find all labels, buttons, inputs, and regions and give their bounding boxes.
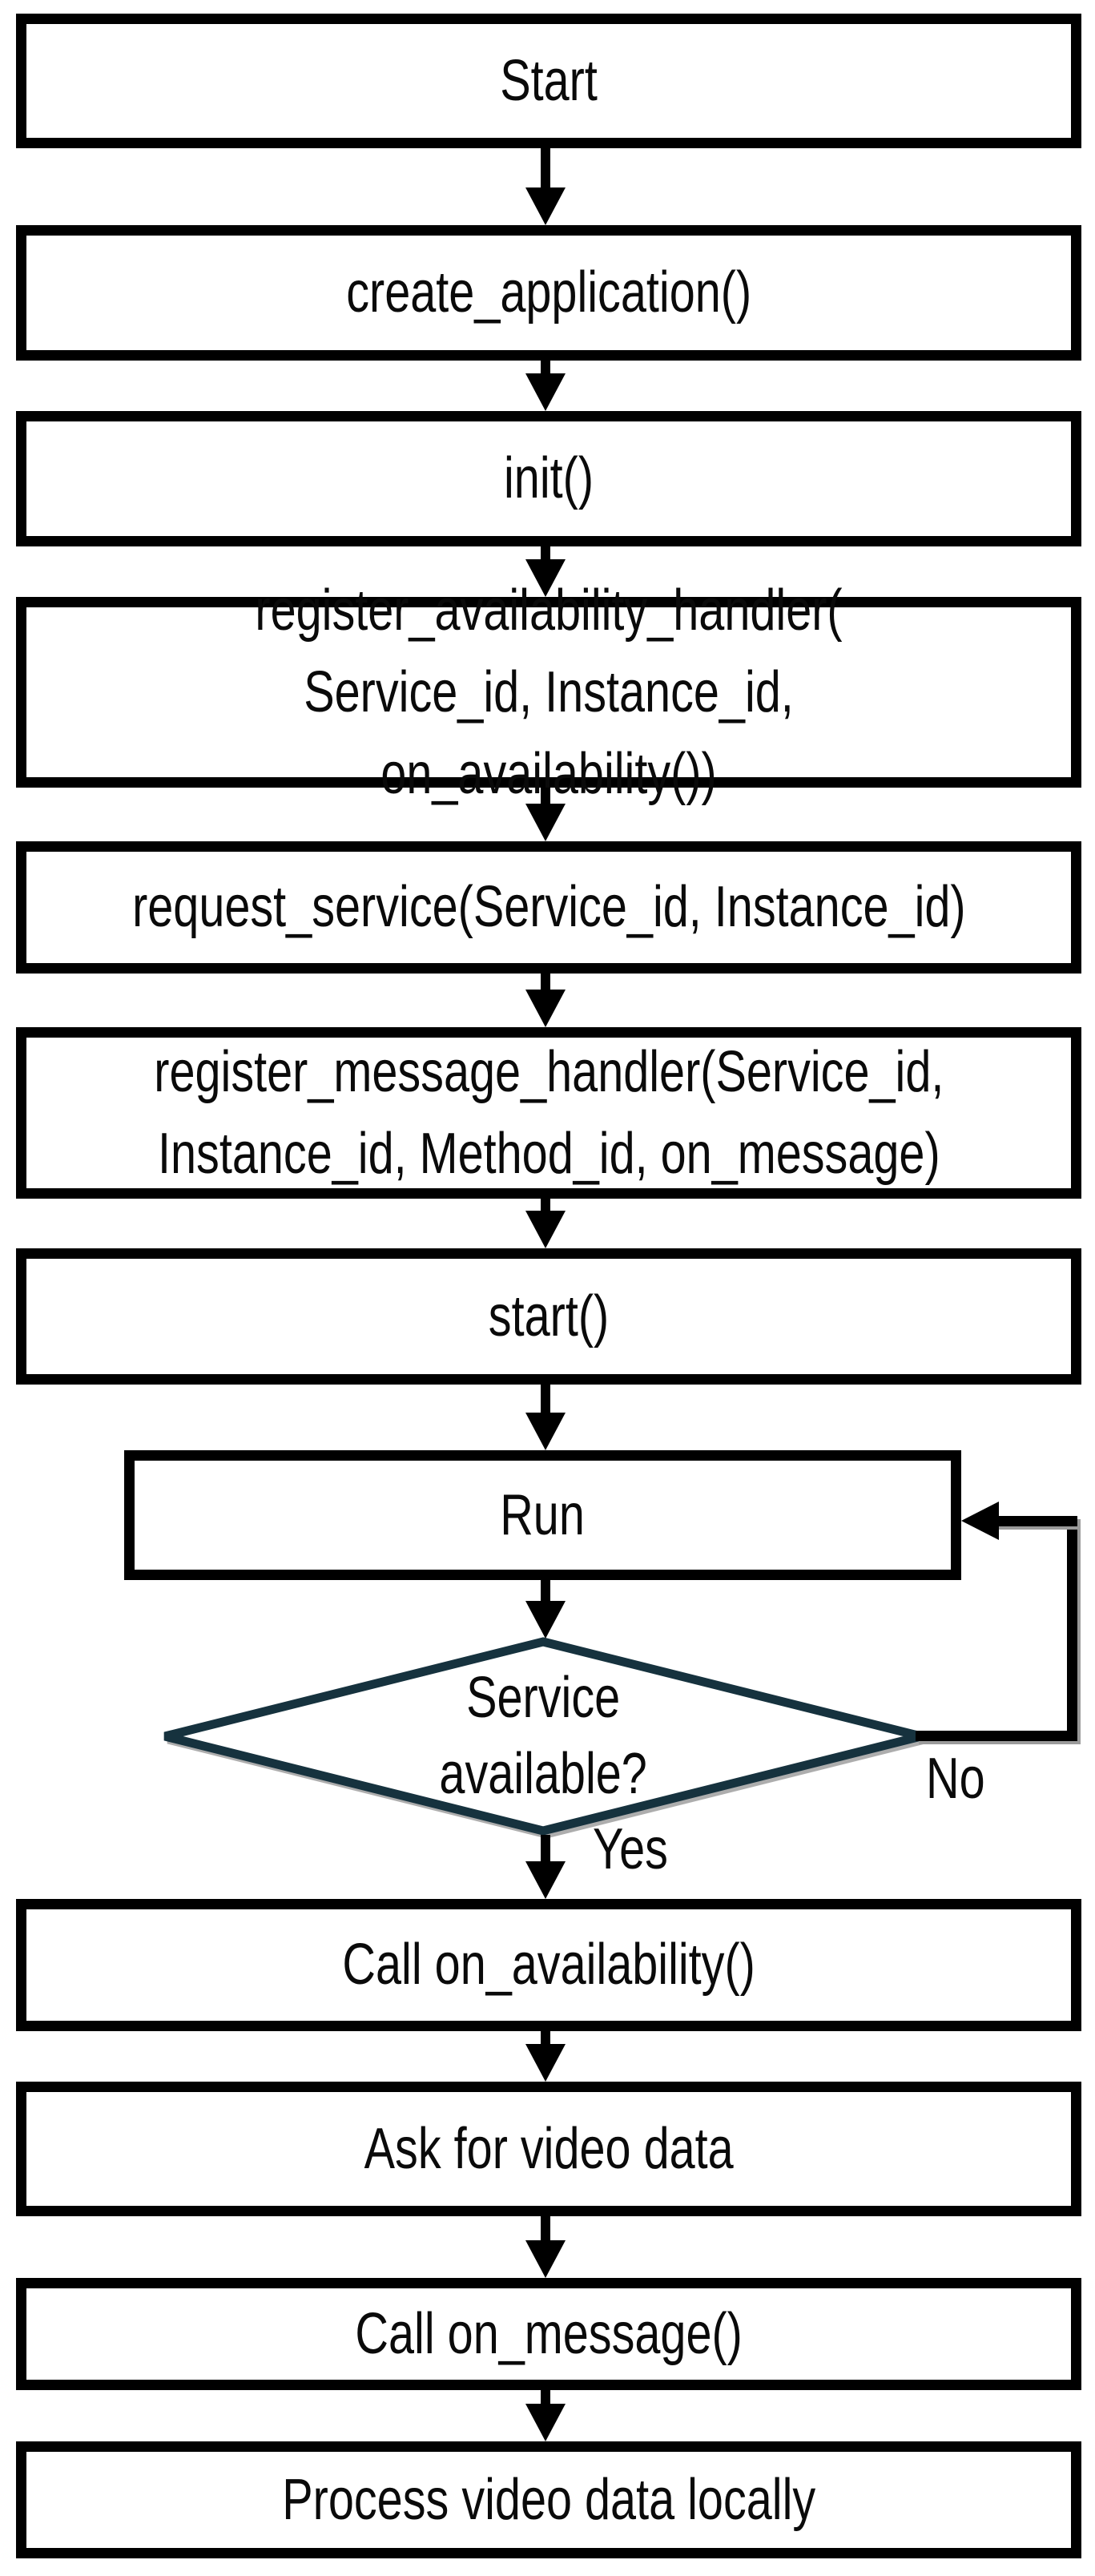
node-ask-for-video-data: Ask for video data (16, 2082, 1081, 2216)
node-register-message-handler-label: register_message_handler(Service_id, Ins… (153, 1039, 944, 1186)
node-start-label: Start (500, 48, 598, 113)
arrow-stem (541, 2216, 550, 2240)
arrow-head-down-icon (525, 2240, 566, 2278)
node-call-on-availability-label: Call on_availability() (342, 1933, 755, 1998)
no-loop-line-bottom (916, 1731, 1077, 1741)
node-call-on-message-label: Call on_message() (355, 2301, 743, 2366)
arrow-stem (541, 1385, 550, 1413)
arrow-register-message-to-start-fn (525, 1199, 566, 1248)
arrow-stem (541, 361, 550, 373)
arrow-stem (541, 1580, 550, 1601)
arrow-decision-yes-to-call-on-availability (525, 1835, 566, 1899)
node-create-application-label: create_application() (346, 260, 751, 325)
no-loop-line-vertical (1067, 1516, 1077, 1741)
decision-service-available-label: Service available? (439, 1665, 647, 1806)
arrow-stem (541, 1199, 550, 1211)
arrow-call-on-message-to-process-video (525, 2390, 566, 2441)
node-ask-for-video-data-label: Ask for video data (364, 2116, 734, 2181)
arrow-stem (541, 1835, 550, 1861)
node-call-on-message: Call on_message() (16, 2278, 1081, 2390)
decision-service-available: Service available? (160, 1637, 926, 1836)
node-process-video-data-locally-label: Process video data locally (282, 2467, 815, 2532)
arrow-head-down-icon (525, 2404, 566, 2441)
yes-label-text: Yes (593, 1817, 668, 1881)
arrow-head-down-icon (525, 559, 566, 597)
arrow-head-down-icon (525, 1211, 566, 1248)
arrow-run-to-decision (525, 1580, 566, 1639)
node-run-label: Run (500, 1482, 586, 1547)
arrow-head-down-icon (525, 1413, 566, 1450)
node-init-label: init() (504, 446, 594, 511)
arrow-head-down-icon (525, 373, 566, 411)
arrow-head-down-icon (525, 187, 566, 225)
arrow-init-to-register-availability (525, 546, 566, 597)
arrow-head-left-icon (961, 1502, 999, 1540)
arrow-ask-for-video-to-call-on-message (525, 2216, 566, 2278)
arrow-start-to-create-application (525, 148, 566, 225)
arrow-head-down-icon (525, 804, 566, 841)
node-request-service: request_service(Service_id, Instance_id) (16, 841, 1081, 974)
arrow-stem (541, 2031, 550, 2044)
arrow-stem (541, 974, 550, 990)
arrow-head-down-icon (525, 2044, 566, 2082)
decision-label-wrap: Service available? (160, 1637, 926, 1836)
node-request-service-label: request_service(Service_id, Instance_id) (131, 875, 966, 940)
node-register-availability-handler-label: register_availability_handler( Service_i… (255, 578, 843, 807)
no-label-text: No (926, 1747, 985, 1811)
node-create-application: create_application() (16, 225, 1081, 361)
arrow-stem (541, 2390, 550, 2404)
arrow-head-down-icon (525, 1861, 566, 1899)
arrow-stem (541, 546, 550, 559)
arrow-stem (541, 148, 550, 187)
node-init: init() (16, 411, 1081, 546)
arrow-request-service-to-register-message (525, 974, 566, 1027)
node-start-fn-label: start() (488, 1284, 610, 1348)
arrow-call-on-availability-to-ask-for-video (525, 2031, 566, 2082)
node-start: Start (16, 14, 1081, 148)
node-register-message-handler: register_message_handler(Service_id, Ins… (16, 1027, 1081, 1199)
decision-diamond-shape (163, 1637, 923, 1836)
arrow-start-fn-to-run (525, 1385, 566, 1450)
node-run: Run (124, 1450, 961, 1580)
node-start-fn: start() (16, 1248, 1081, 1385)
arrow-create-application-to-init (525, 361, 566, 411)
arrow-stem (541, 788, 550, 804)
no-loop-line-top (996, 1516, 1077, 1526)
arrow-head-down-icon (525, 990, 566, 1027)
edge-label-yes: Yes (593, 1820, 686, 1878)
edge-label-no: No (926, 1750, 1000, 1808)
node-call-on-availability: Call on_availability() (16, 1899, 1081, 2031)
node-process-video-data-locally: Process video data locally (16, 2441, 1081, 2558)
arrow-head-down-icon (525, 1601, 566, 1639)
node-register-availability-handler: register_availability_handler( Service_i… (16, 578, 1081, 806)
arrow-register-availability-to-request-service (525, 788, 566, 841)
